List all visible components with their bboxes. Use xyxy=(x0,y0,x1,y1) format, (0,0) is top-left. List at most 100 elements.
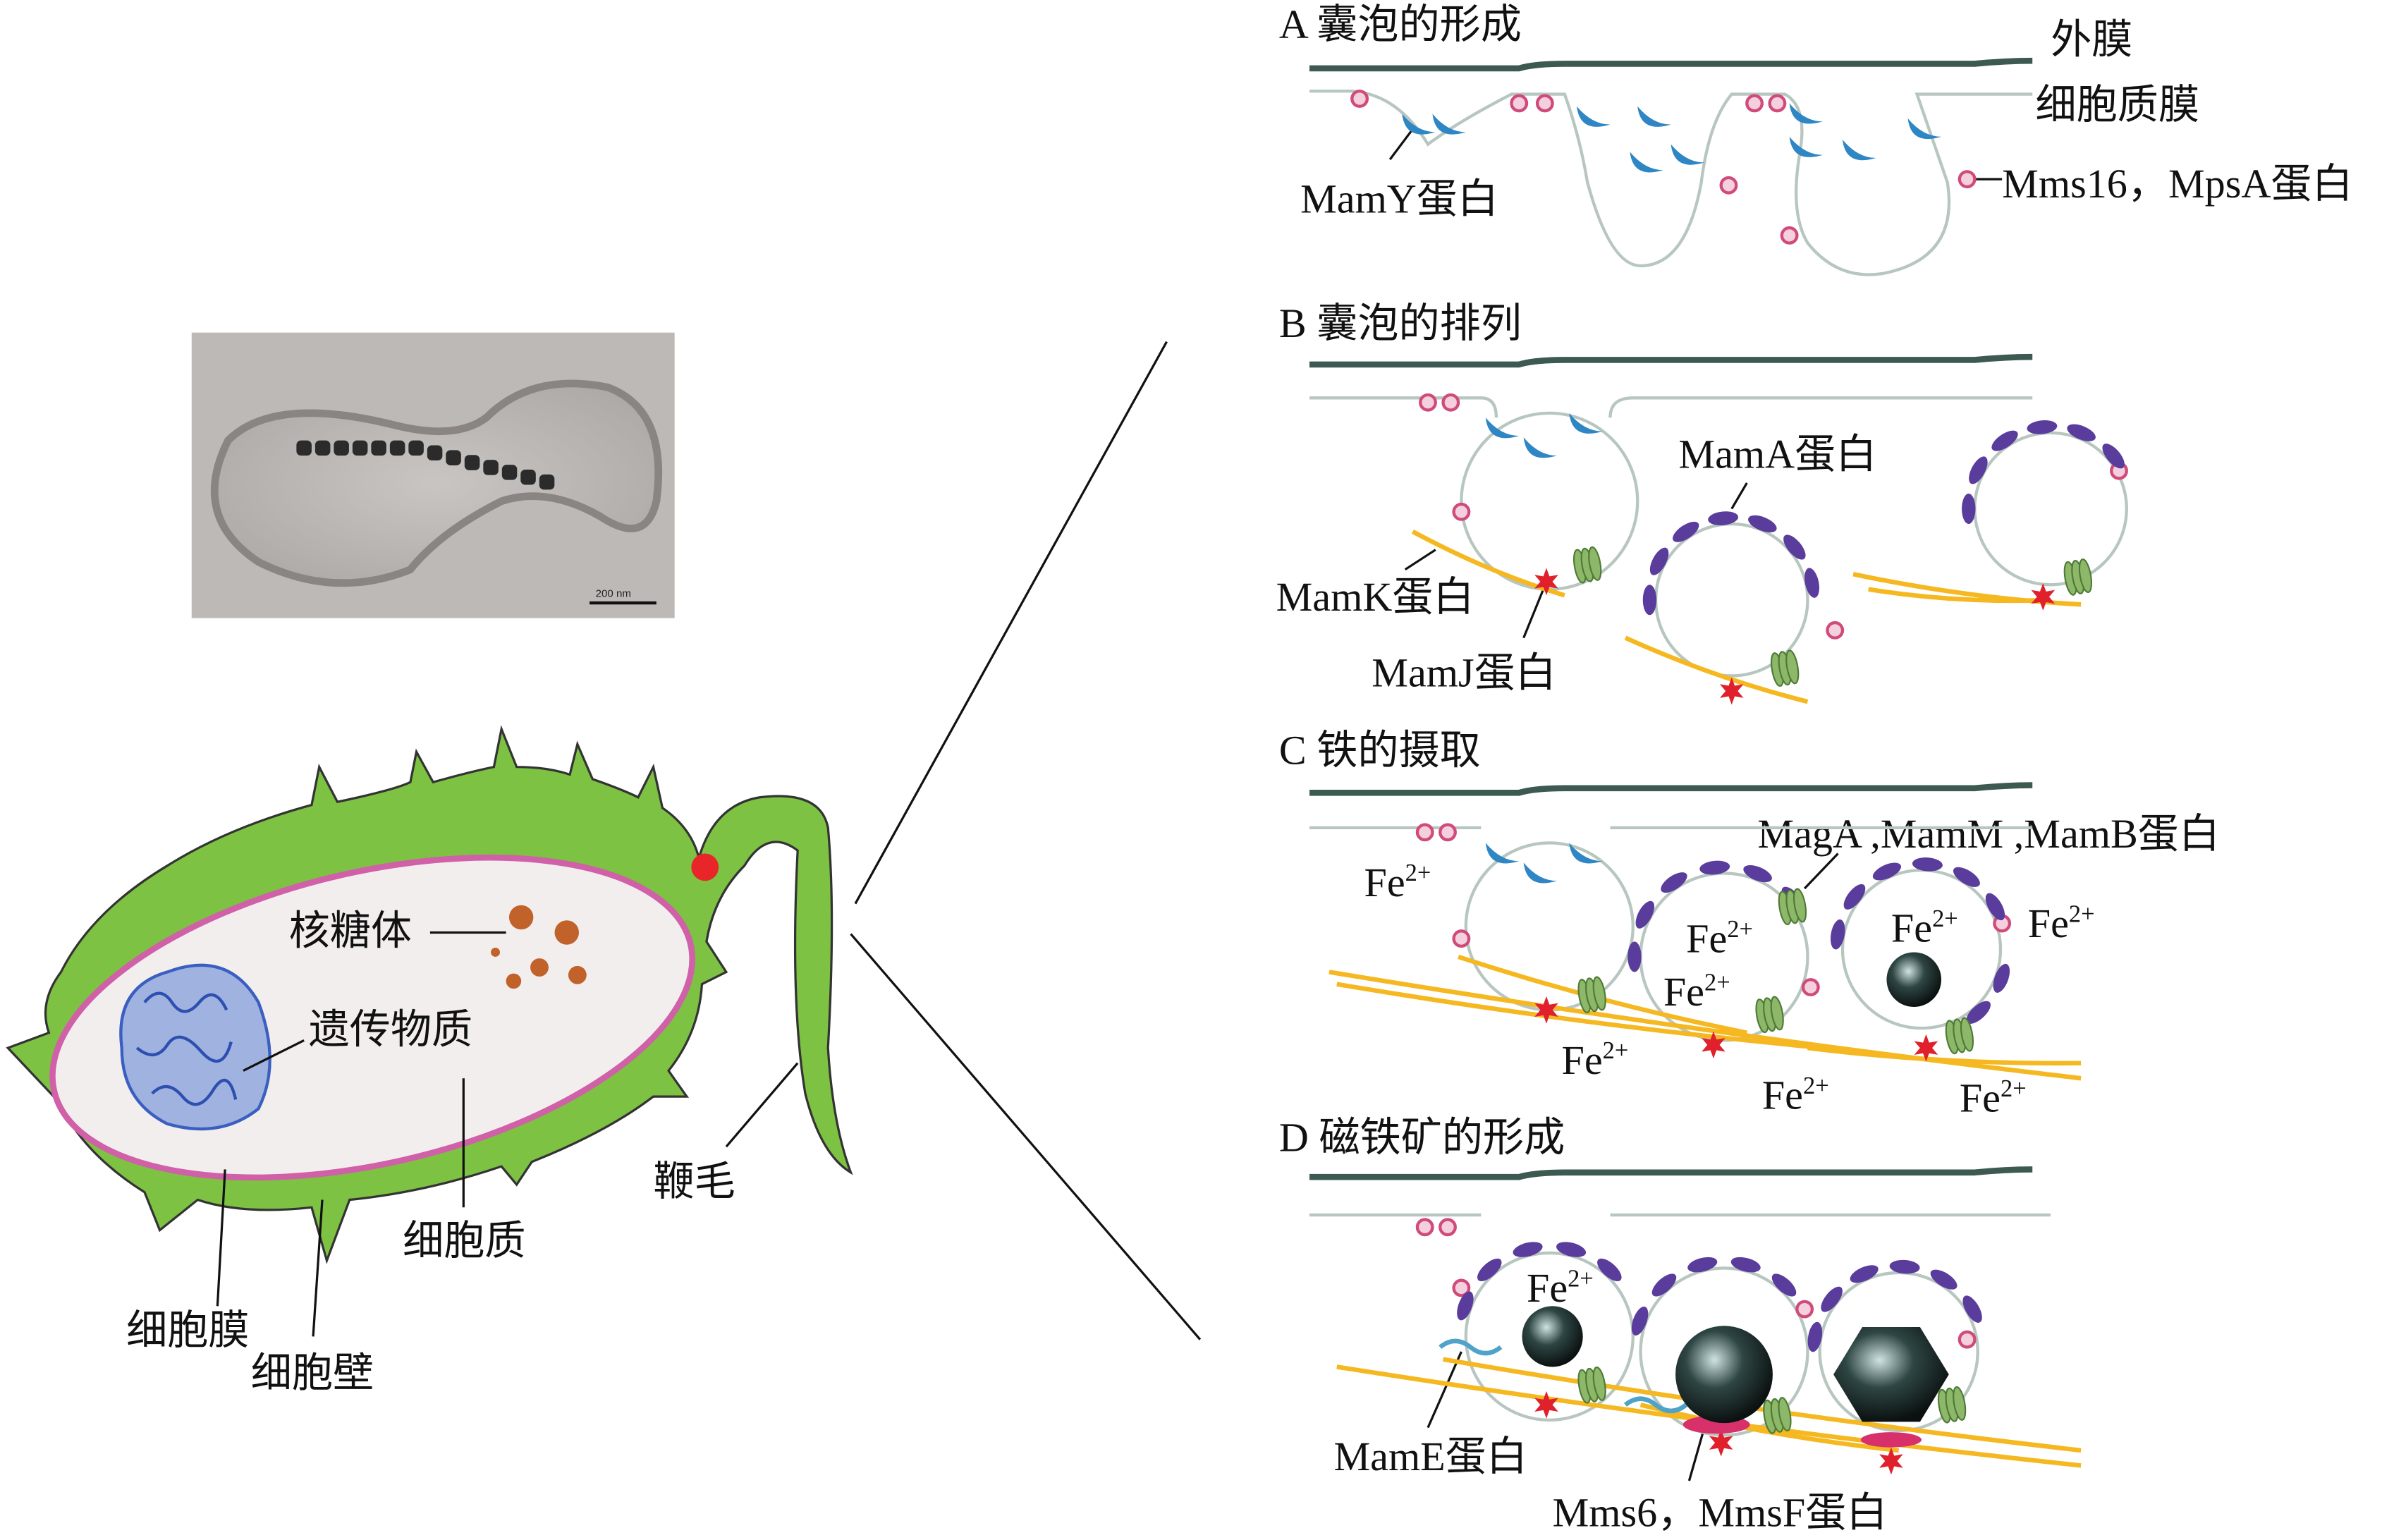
mamy-protein xyxy=(1789,103,1823,124)
mamy-protein xyxy=(1577,106,1611,127)
label-mamj: MamJ蛋白 xyxy=(1372,650,1556,696)
magnetosome-particle xyxy=(446,450,461,465)
mms16-protein xyxy=(1535,94,1554,113)
mms16-protein xyxy=(1826,621,1845,640)
mama-protein xyxy=(1642,585,1657,616)
panel-d-title: D 磁铁矿的形成 xyxy=(1279,1115,1565,1161)
mama-protein xyxy=(1513,1242,1543,1257)
magnetosome-vesicle xyxy=(1464,1251,1635,1422)
mamj-protein xyxy=(1702,1031,1726,1059)
magnetosome-particle xyxy=(371,440,386,456)
panel-b: B 囊泡的排列 MamA蛋白 MamK蛋白 MamJ蛋白 xyxy=(1276,300,1877,695)
mamy-protein xyxy=(1485,417,1520,439)
mamj-protein xyxy=(1914,1034,1938,1062)
mms16-protein xyxy=(1510,94,1529,113)
plasma-membrane xyxy=(1309,396,2033,418)
mama-protein xyxy=(1807,1321,1823,1352)
bacterium-cartoon: 核糖体 遗传物质 细胞质 鞭毛 细胞膜 细胞壁 xyxy=(6,725,853,1395)
fe2-ion-label: Fe2+ xyxy=(1891,905,1958,951)
magnetosome-vesicle xyxy=(1973,431,2128,587)
magnetosome-particle xyxy=(408,440,424,456)
mama-protein xyxy=(1993,963,2010,993)
transporter-protein xyxy=(1592,1366,1606,1401)
fe2-ion-label: Fe2+ xyxy=(1686,915,1753,961)
mms16-protein xyxy=(1350,90,1369,108)
mama-protein xyxy=(1673,521,1699,542)
zoom-line-bottom xyxy=(850,933,1202,1340)
mamy-protein xyxy=(1789,136,1823,157)
mama-protein xyxy=(2067,424,2096,441)
transporter-protein xyxy=(2078,558,2093,594)
mama-protein xyxy=(1912,857,1943,872)
magnetosome-chain xyxy=(296,440,555,490)
label-mamy: MamY蛋白 xyxy=(1300,176,1498,222)
magnetosome-vesicle xyxy=(1460,411,1639,591)
label-cytoplasm: 细胞质 xyxy=(403,1218,525,1264)
label-flagellum: 鞭毛 xyxy=(654,1159,735,1204)
magnetosome-particle xyxy=(427,445,443,461)
mamk-filament xyxy=(1807,1045,2082,1066)
magnetosome-particle xyxy=(501,465,518,480)
plasma-membrane xyxy=(1309,90,2033,276)
label-maga-mamm-mamb: MagA ,MamM ,MamB蛋白 xyxy=(1757,811,2220,857)
mame-protein xyxy=(1623,1396,1688,1414)
mms6-protein xyxy=(1860,1432,1922,1448)
transporter-protein xyxy=(1953,1386,1967,1421)
mms16-protein xyxy=(1441,393,1460,412)
transporter-protein xyxy=(1778,1397,1792,1431)
mamy-protein xyxy=(1523,862,1558,884)
outer-membrane xyxy=(1309,1166,2033,1180)
mame-protein xyxy=(1439,1338,1503,1356)
panel-c: C 铁的摄取 MagA ,MamM ,MamB蛋白 Fe2+Fe2+Fe2+Fe… xyxy=(1279,727,2220,1120)
mms16-protein xyxy=(1780,226,1799,245)
mama-protein xyxy=(1962,493,1976,525)
transporter-protein xyxy=(1588,546,1602,581)
mama-protein xyxy=(1966,1001,1991,1024)
transporter-protein xyxy=(1960,1017,1974,1052)
label-ribosome: 核糖体 xyxy=(289,908,412,954)
bacterium-outline xyxy=(210,379,662,587)
mama-protein xyxy=(1783,534,1806,560)
mama-protein xyxy=(1635,900,1655,929)
magnetosome-particle xyxy=(464,455,480,470)
mamy-protein xyxy=(1843,140,1876,161)
mamj-protein xyxy=(1534,568,1558,596)
magnetosome-particle xyxy=(539,474,555,490)
magnetite-crystal-hexagonal xyxy=(1833,1327,1949,1422)
mama-protein xyxy=(1991,430,2018,451)
mamy-protein xyxy=(1402,114,1436,135)
mama-protein xyxy=(1969,456,1988,484)
outer-membrane xyxy=(1309,782,2033,796)
magnetosome-particle xyxy=(389,440,405,456)
mms16-protein xyxy=(1419,393,1437,412)
mama-protein xyxy=(1661,872,1687,893)
magnetite-crystal xyxy=(1886,952,1941,1007)
magnetite-crystal xyxy=(1522,1306,1583,1367)
mms16-protein xyxy=(1795,1300,1814,1319)
electron-micrograph: 200 nm xyxy=(191,332,675,618)
outer-membrane xyxy=(1309,353,2033,368)
mamy-protein xyxy=(1569,412,1603,434)
panel-d: D 磁铁矿的形成 MamE蛋白 Mms6，MmsF蛋白 Fe2+ xyxy=(1279,1115,1888,1536)
zoom-line-top xyxy=(854,341,1168,905)
mama-protein xyxy=(1771,1273,1797,1297)
transporter-protein xyxy=(1770,996,1784,1031)
transporter-protein xyxy=(1792,888,1807,923)
fe2-ion-label: Fe2+ xyxy=(1960,1075,2027,1121)
outer-membrane xyxy=(1309,57,2033,72)
mama-protein xyxy=(1953,867,1980,887)
mamk-filament xyxy=(1868,587,2051,604)
magnetosome-particle xyxy=(352,440,368,456)
mamy-protein xyxy=(1630,152,1663,173)
mama-protein xyxy=(1687,1257,1718,1273)
mama-protein xyxy=(1631,1306,1649,1336)
magnetosome-particle xyxy=(334,440,349,456)
fe2-ion-label: Fe2+ xyxy=(1527,1265,1594,1311)
mamy-protein xyxy=(1523,437,1558,458)
label-mamk: MamK蛋白 xyxy=(1276,574,1474,620)
scale-bar-label: 200 nm xyxy=(596,587,631,599)
mama-protein xyxy=(1627,941,1642,972)
label-cell-wall: 细胞壁 xyxy=(251,1350,374,1395)
mms16-protein xyxy=(1415,1218,1434,1237)
